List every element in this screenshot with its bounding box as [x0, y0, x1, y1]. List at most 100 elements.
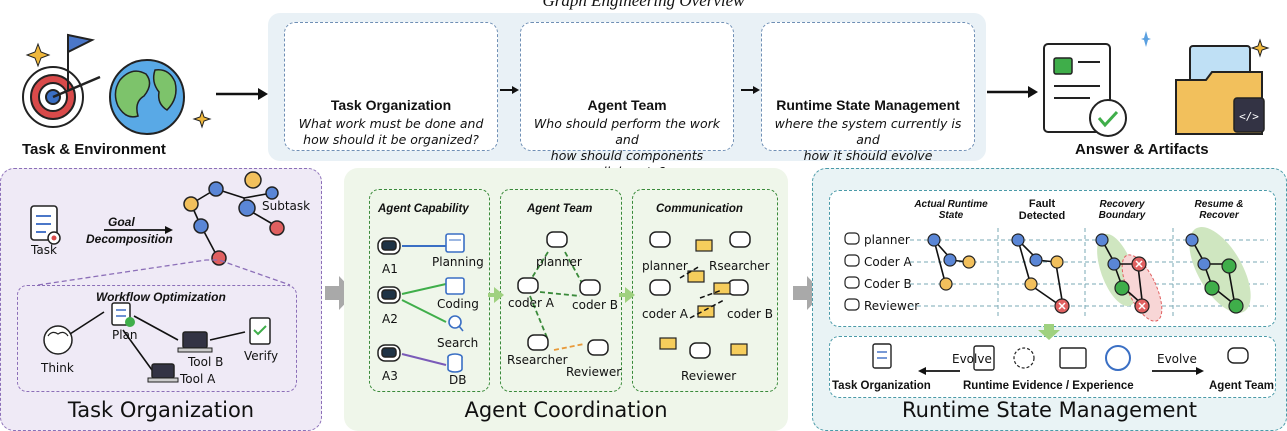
- box-title: Task Organization: [330, 97, 452, 113]
- arrow-icon: [741, 86, 760, 94]
- column-recovery-boundary: Recovery Boundary: [1098, 199, 1146, 221]
- task-organization-node: Task Organization: [832, 380, 931, 392]
- task-organization-title: Task Organization: [67, 398, 255, 422]
- column-actual-runtime: Actual Runtime State: [914, 199, 988, 221]
- box-desc: What work must be done and: [298, 116, 484, 131]
- decomposition-label: Decomposition: [86, 232, 173, 246]
- task-label: Task: [31, 243, 57, 257]
- evidence-icon: [973, 345, 1131, 371]
- arrow-icon: [987, 86, 1038, 98]
- svg-text:</>: </>: [1239, 110, 1259, 123]
- runtime-evidence-node: Runtime Evidence / Experience: [963, 380, 1134, 392]
- evolve-right-label: Evolve: [1157, 352, 1197, 366]
- document-icon: [1043, 43, 1127, 137]
- think-label: Think: [41, 361, 74, 375]
- tool-b-label: Tool B: [188, 355, 224, 369]
- communication-heading: Communication: [656, 203, 743, 215]
- target-icon: [22, 33, 101, 128]
- team-node-coder-a: coder A: [508, 296, 554, 310]
- arrow-icon: [104, 226, 173, 234]
- sparkle-icon: [1250, 38, 1270, 58]
- team-node-reviewer: Reviewer: [566, 365, 622, 379]
- box-title: Runtime State Management: [776, 97, 960, 113]
- column-fault-detected: Fault Detected: [1018, 198, 1066, 222]
- skill-db: DB: [449, 373, 467, 387]
- green-arrow-icon: [619, 287, 635, 303]
- agent-capability-box: [369, 189, 490, 392]
- skill-coding: Coding: [437, 297, 479, 311]
- diagram-title: Graph Engineering Overview: [542, 0, 745, 10]
- box-desc: how it should evolve: [803, 148, 933, 163]
- workflow-box: [17, 285, 297, 392]
- workflow-arrows: [69, 311, 246, 371]
- laptop-icon: [177, 331, 213, 353]
- agent-team-node: Agent Team: [1209, 380, 1274, 392]
- coding-icon: [445, 277, 465, 295]
- arrow-icon: [500, 86, 519, 94]
- clipboard-icon: [872, 343, 892, 369]
- row-coder-b: Coder B: [864, 277, 912, 291]
- team-node-planner: planner: [536, 255, 582, 269]
- runtime-state-title: Runtime State Management: [902, 398, 1197, 422]
- comm-node-reviewer: Reviewer: [681, 369, 737, 383]
- robot-icon: [649, 231, 751, 359]
- plan-icon: [111, 302, 135, 327]
- row-coder-a: Coder A: [864, 255, 912, 269]
- arrow-icon: [216, 88, 268, 100]
- comm-node-coder-b: coder B: [727, 307, 773, 321]
- sparkle-icon: [25, 42, 51, 68]
- green-arrow-icon: [488, 287, 504, 303]
- agent-a2: A2: [382, 312, 398, 326]
- communication-box: [632, 189, 778, 392]
- box-desc: how should it be organized?: [303, 132, 479, 147]
- column-resume-recover: Resume & Recover: [1194, 199, 1244, 221]
- down-arrow-icon: [1038, 324, 1060, 340]
- agent-team-heading: Agent Team: [527, 203, 593, 215]
- agent-a1: A1: [382, 262, 398, 276]
- row-reviewer: Reviewer: [864, 299, 920, 313]
- arrow-icon: [918, 367, 960, 375]
- team-node-rsearcher: Rsearcher: [507, 353, 568, 367]
- agent-coordination-panel: [344, 168, 788, 431]
- verify-label: Verify: [244, 349, 279, 363]
- sparkle-icon: [192, 109, 212, 129]
- agent-capability-heading: Agent Capability: [378, 203, 469, 215]
- workflow-label: Workflow Optimization: [96, 290, 226, 304]
- robot-icon: [844, 232, 860, 311]
- runtime-state-box: Runtime State Management where the syste…: [761, 22, 975, 163]
- robot-icon: [1227, 347, 1249, 364]
- skill-search: Search: [437, 336, 479, 350]
- arrow-icon: [1152, 367, 1204, 375]
- tool-a-label: Tool A: [180, 372, 216, 386]
- agent-a3: A3: [382, 369, 398, 383]
- subtask-label: Subtask: [262, 199, 311, 213]
- task-environment-label: Task & Environment: [22, 141, 166, 158]
- task-organization-box: Task Organization What work must be done…: [284, 22, 498, 151]
- robot-icon: [517, 231, 609, 356]
- search-icon: [448, 315, 464, 332]
- agent-team-box: [500, 189, 622, 392]
- box-desc: Who should perform the work and: [533, 116, 721, 147]
- folder-icon: </>: [1175, 45, 1265, 135]
- planning-icon: [445, 233, 465, 253]
- comm-node-rsearcher: Rsearcher: [709, 259, 770, 273]
- task-clipboard-icon: [30, 205, 61, 245]
- sparkle-icon: [1141, 31, 1151, 47]
- evolve-left-label: Evolve: [952, 352, 992, 366]
- verify-icon: [249, 317, 271, 345]
- box-desc: where the system currently is and: [774, 116, 962, 147]
- agent-coordination-title: Agent Coordination: [464, 398, 668, 422]
- comm-node-planner: planner: [642, 259, 688, 273]
- plan-label: Plan: [112, 328, 138, 342]
- brain-icon: [43, 325, 73, 355]
- team-node-coder-b: coder B: [572, 298, 618, 312]
- skill-planning: Planning: [432, 255, 484, 269]
- box-title: Agent Team: [587, 97, 667, 113]
- laptop-icon: [147, 363, 179, 383]
- envelope-icon: [659, 239, 748, 356]
- row-planner: planner: [864, 233, 910, 247]
